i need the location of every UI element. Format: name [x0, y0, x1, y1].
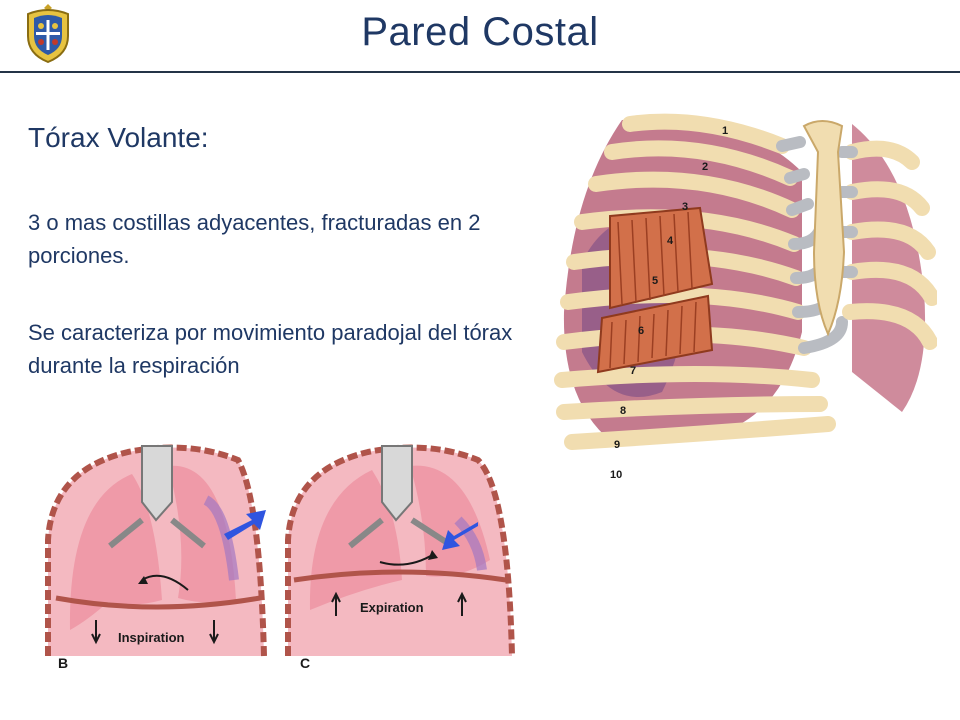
panel-b-inspiration: Inspiration B: [45, 444, 267, 671]
description-paragraph: Se caracteriza por movimiento paradojal …: [28, 320, 513, 378]
flail-chest-ribcage-illustration: 1 2 3 4 5 6 7 8 9 10: [554, 113, 937, 481]
rib-number-2: 2: [702, 161, 708, 173]
flail-segment-muscle: [596, 206, 714, 374]
title-divider: [0, 71, 960, 73]
university-crest-logo: [27, 4, 69, 64]
rib-number-labels: 1 2 3 4 5 6 7 8 9 10: [610, 125, 728, 481]
section-heading: Tórax Volante:: [28, 122, 209, 153]
sternum: [802, 120, 846, 337]
rib-number-1: 1: [722, 125, 728, 137]
expiration-label: Expiration: [360, 600, 424, 615]
paradoxical-breathing-diagram: Inspiration B Expiration C: [45, 444, 515, 671]
rib-number-3: 3: [682, 201, 688, 213]
rib-number-9: 9: [614, 439, 620, 451]
rib-number-5: 5: [652, 275, 658, 287]
rib-number-4: 4: [667, 235, 674, 247]
rib-number-8: 8: [620, 405, 626, 417]
panel-c-letter: C: [300, 655, 310, 671]
page-title: Pared Costal: [361, 10, 599, 54]
rib-number-10: 10: [610, 469, 622, 481]
panel-c-expiration: Expiration C: [285, 444, 515, 671]
definition-paragraph: 3 o mas costillas adyacentes, fracturada…: [28, 210, 481, 268]
rib-number-6: 6: [638, 325, 644, 337]
inspiration-label: Inspiration: [118, 630, 185, 645]
panel-b-letter: B: [58, 655, 68, 671]
rib-number-7: 7: [630, 365, 636, 377]
